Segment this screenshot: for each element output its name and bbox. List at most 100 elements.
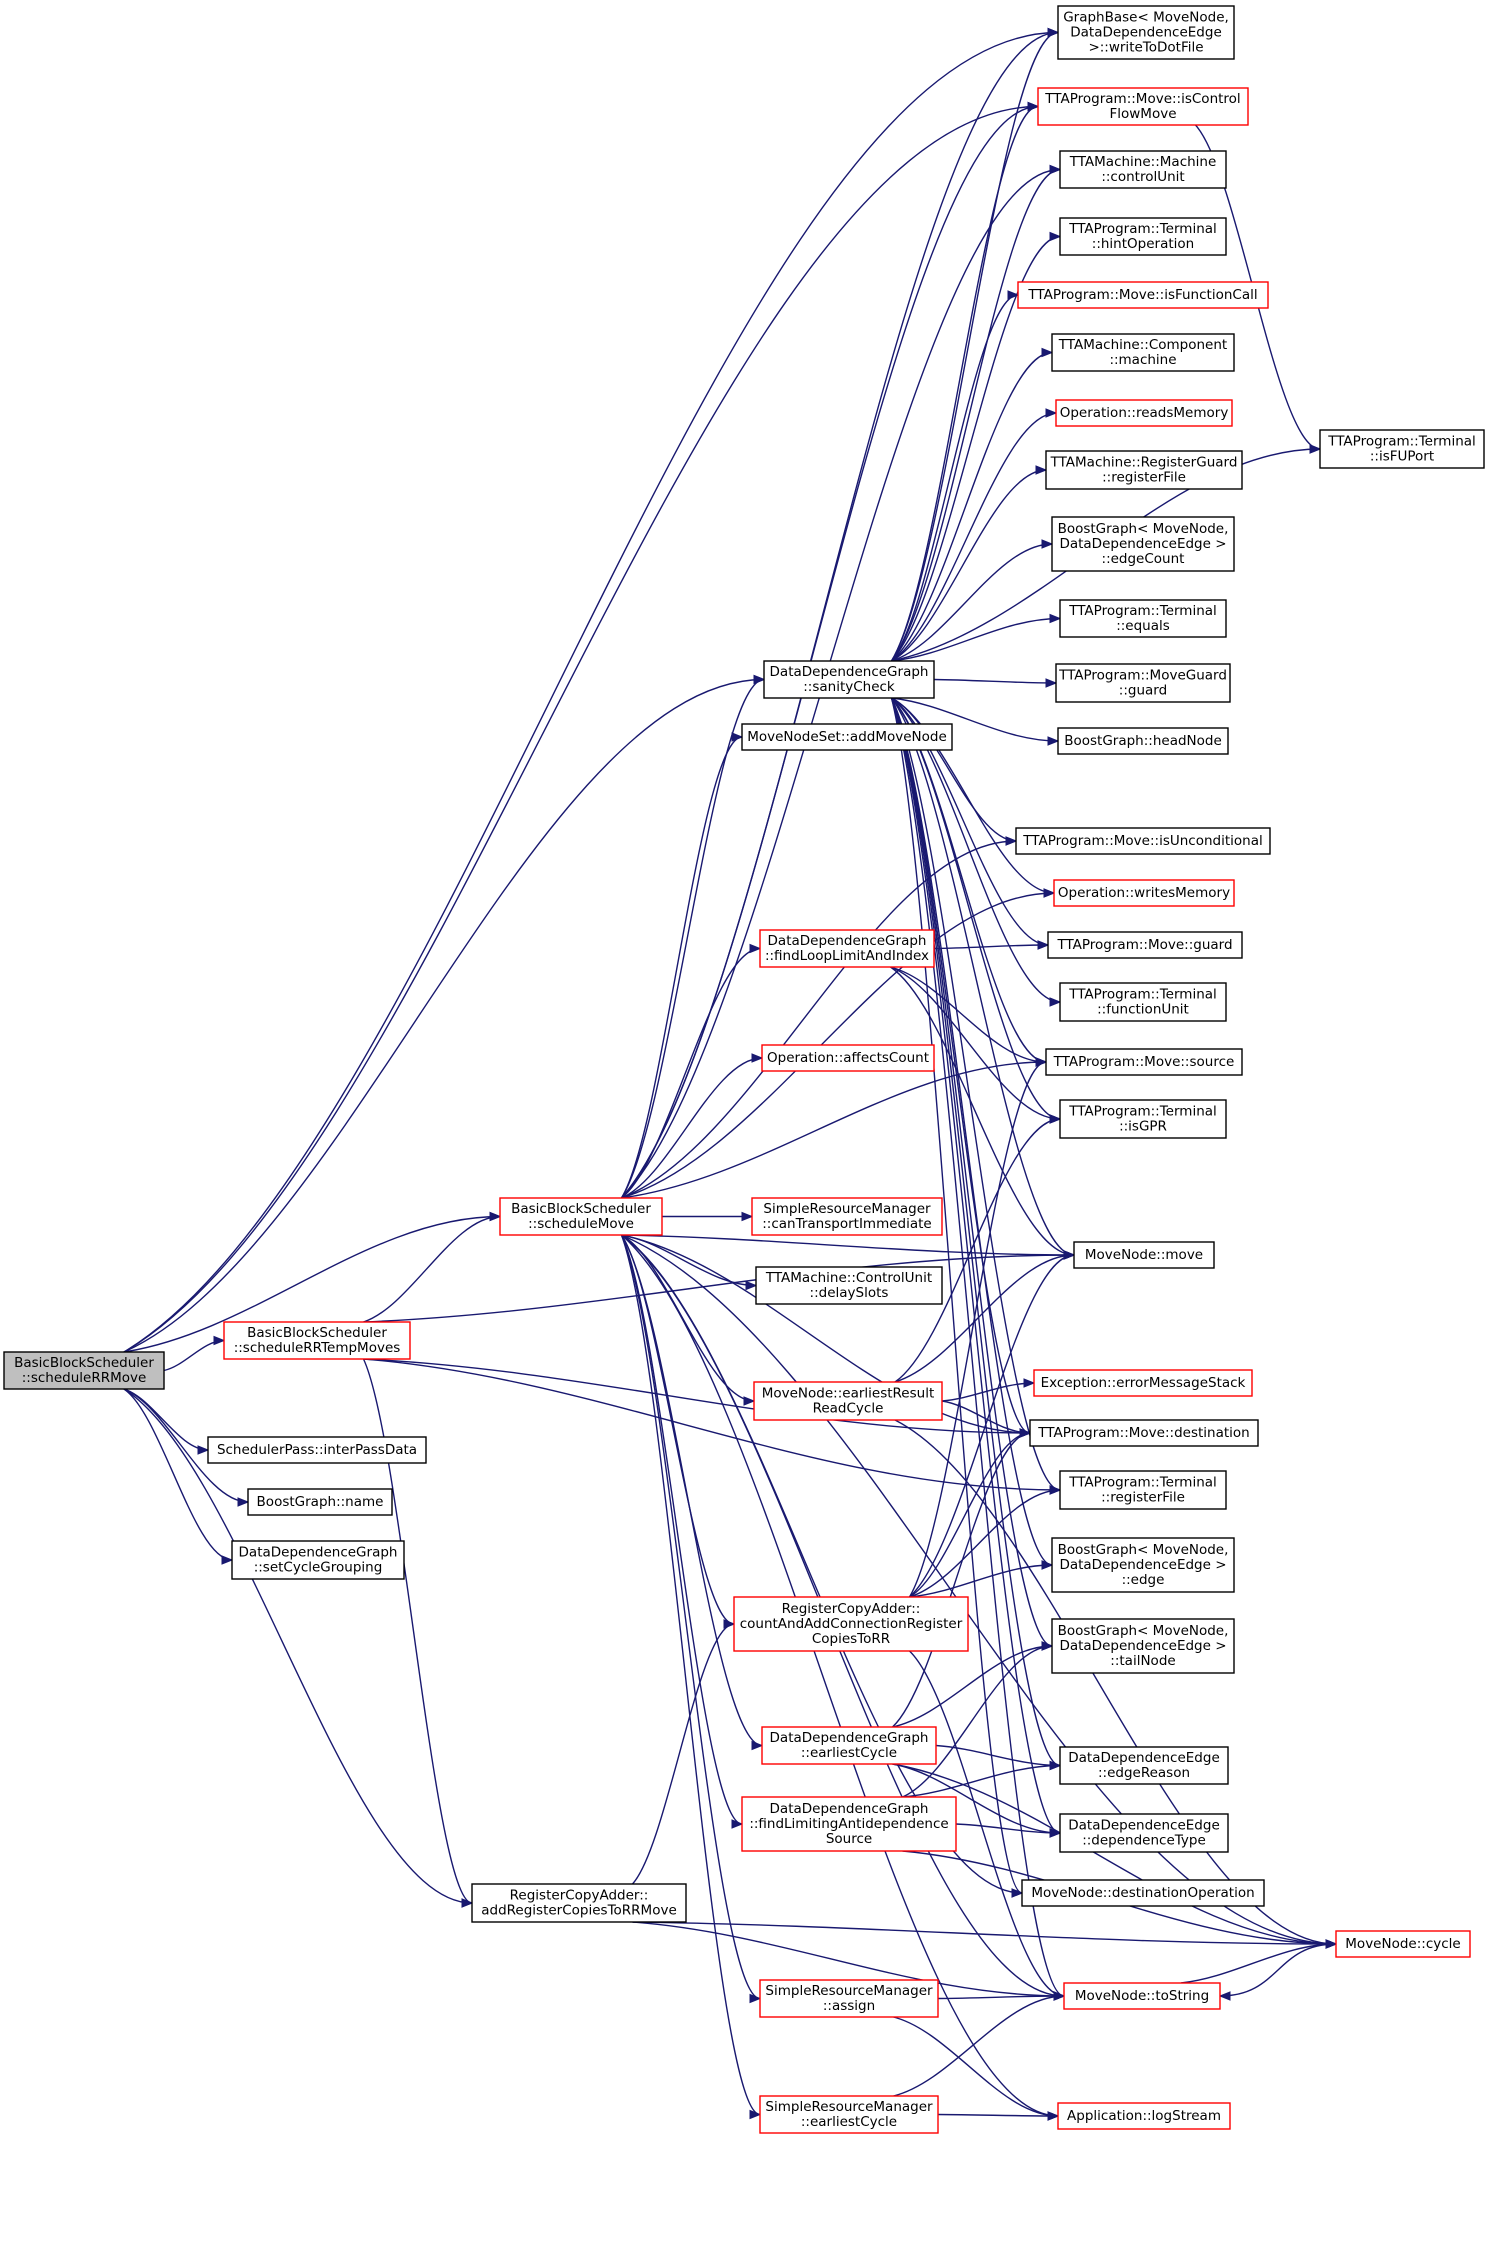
node-box-edgeCount [1051, 516, 1235, 572]
node-writeToDotFile[interactable]: GraphBase< MoveNode,DataDependenceEdge >… [1057, 5, 1235, 60]
node-findLimitingAnti[interactable]: DataDependenceGraph::findLimitingAntidep… [741, 1796, 957, 1852]
node-label-hintOperation: TTAProgram::Terminal [1068, 221, 1217, 237]
arrowhead-srmEarliestCycle-to-toString [1053, 1991, 1066, 2001]
node-label-isControlFlowMove: FlowMove [1109, 106, 1176, 122]
node-controlUnit[interactable]: TTAMachine::Machine::controlUnit [1059, 150, 1227, 189]
arrowhead-findLimitingAnti-to-edgeReason [1049, 1760, 1062, 1771]
node-canTransportImm[interactable]: SimpleResourceManager::canTransportImmed… [751, 1197, 943, 1236]
edge-sanityCheck-to-destinationOperation [890, 697, 1023, 1894]
node-label-setCycleGrouping: ::setCycleGrouping [254, 1560, 383, 1576]
node-label-moveGuard: TTAProgram::Move::guard [1056, 937, 1232, 953]
edge-scheduleMove-to-moveNodeMove [621, 1234, 1075, 1256]
node-edgeReason[interactable]: DataDependenceEdge::edgeReason [1059, 1746, 1229, 1785]
edge-sanityCheck-to-componentMachine [891, 351, 1053, 662]
node-scheduleMove[interactable]: BasicBlockScheduler::scheduleMove [499, 1197, 663, 1236]
node-destinationOperation[interactable]: MoveNode::destinationOperation [1021, 1879, 1265, 1907]
node-label-moveGuardGuard: TTAProgram::MoveGuard [1058, 668, 1227, 684]
node-sanityCheck[interactable]: DataDependenceGraph::sanityCheck [763, 660, 935, 699]
node-terminalRF[interactable]: TTAProgram::Terminal::registerFile [1059, 1470, 1227, 1510]
node-readsMemory[interactable]: Operation::readsMemory [1055, 399, 1233, 427]
arrowhead-scheduleMove-to-addMoveNode [731, 732, 744, 742]
node-errorMessageStack[interactable]: Exception::errorMessageStack [1033, 1369, 1253, 1397]
edge-root-to-sanityCheck [123, 678, 765, 1353]
node-box-moveSource [1045, 1048, 1243, 1076]
node-label-ddgEarliestCycle: ::earliestCycle [801, 1745, 897, 1761]
node-bgTailNode[interactable]: BoostGraph< MoveNode,DataDependenceEdge … [1051, 1618, 1235, 1674]
node-isFunctionCall[interactable]: TTAProgram::Move::isFunctionCall [1017, 281, 1269, 309]
node-functionUnit[interactable]: TTAProgram::Terminal::functionUnit [1059, 982, 1227, 1022]
node-label-addMoveNode: MoveNodeSet::addMoveNode [747, 729, 947, 745]
node-scheduleRRTemp[interactable]: BasicBlockScheduler::scheduleRRTempMoves [223, 1321, 411, 1360]
arrowhead-root-to-interPassData [197, 1445, 210, 1455]
node-label-bgEdge: BoostGraph< MoveNode, [1058, 1542, 1229, 1558]
edge-findLimitingAnti-to-bgTailNode [902, 1645, 1053, 1798]
arrowhead-scheduleRRTemp-to-addRRCopies [461, 1898, 474, 1908]
node-logStream[interactable]: Application::logStream [1057, 2102, 1231, 2130]
node-label-canTransportImm: ::canTransportImmediate [762, 1216, 931, 1232]
node-label-scheduleRRTemp: ::scheduleRRTempMoves [234, 1340, 401, 1356]
arrowhead-scheduleMove-to-countAndAdd [723, 1619, 736, 1629]
node-moveNodeCycle[interactable]: MoveNode::cycle [1335, 1930, 1471, 1958]
node-addRRCopies[interactable]: RegisterCopyAdder::addRegisterCopiesToRR… [471, 1883, 687, 1923]
node-label-countAndAdd: countAndAddConnectionRegister [740, 1616, 963, 1632]
edge-scheduleMove-to-moveSource [621, 1061, 1047, 1199]
node-root[interactable]: BasicBlockScheduler::scheduleRRMove [3, 1351, 165, 1390]
edge-scheduleMove-to-sanityCheck [620, 678, 765, 1199]
edge-sanityCheck-to-isControlFlowMove [890, 105, 1039, 662]
arrowhead-scheduleMove-to-canTransportImm [741, 1211, 754, 1222]
node-dependenceType[interactable]: DataDependenceEdge::dependenceType [1059, 1813, 1229, 1853]
node-findLoopLimit[interactable]: DataDependenceGraph::findLoopLimitAndInd… [759, 929, 935, 968]
edge-root-to-addRRCopies [123, 1388, 473, 1904]
edge-earliestResultRead-to-moveNodeMove [894, 1254, 1075, 1383]
node-setCycleGrouping[interactable]: DataDependenceGraph::setCycleGrouping [231, 1540, 405, 1580]
node-label-sanityCheck: ::sanityCheck [803, 679, 895, 695]
node-box-readsMemory [1055, 399, 1233, 427]
node-addMoveNode[interactable]: MoveNodeSet::addMoveNode [741, 723, 953, 751]
node-countAndAdd[interactable]: RegisterCopyAdder::countAndAddConnection… [733, 1596, 969, 1652]
node-terminalEquals[interactable]: TTAProgram::Terminal::equals [1059, 599, 1227, 638]
node-label-delaySlots: TTAMachine::ControlUnit [765, 1270, 932, 1286]
node-label-srmEarliestCycle: ::earliestCycle [801, 2114, 897, 2130]
node-ddgEarliestCycle[interactable]: DataDependenceGraph::earliestCycle [761, 1726, 937, 1765]
edge-sanityCheck-to-moveNodeMove [890, 697, 1075, 1256]
edge-scheduleMove-to-moveDestination [621, 1234, 1031, 1434]
node-bgName[interactable]: BoostGraph::name [247, 1488, 393, 1516]
node-edgeCount[interactable]: BoostGraph< MoveNode,DataDependenceEdge … [1051, 516, 1235, 572]
arrowhead-countAndAdd-to-moveSource [1035, 1057, 1048, 1067]
node-hintOperation[interactable]: TTAProgram::Terminal::hintOperation [1059, 217, 1227, 256]
edge-scheduleRRTemp-to-addRRCopies [362, 1358, 473, 1904]
node-srmAssign[interactable]: SimpleResourceManager::assign [759, 1979, 939, 2018]
edge-findLoopLimit-to-isGPR [890, 966, 1061, 1120]
node-componentMachine[interactable]: TTAMachine::Component::machine [1051, 333, 1235, 372]
node-writesMemory[interactable]: Operation::writesMemory [1053, 879, 1235, 907]
node-isFUPort[interactable]: TTAProgram::Terminal::isFUPort [1319, 429, 1485, 469]
node-label-controlUnit: ::controlUnit [1101, 169, 1184, 185]
node-moveSource[interactable]: TTAProgram::Move::source [1045, 1048, 1243, 1076]
node-affectsCount[interactable]: Operation::affectsCount [761, 1044, 935, 1072]
node-moveDestination[interactable]: TTAProgram::Move::destination [1029, 1419, 1259, 1447]
node-delaySlots[interactable]: TTAMachine::ControlUnit::delaySlots [755, 1266, 943, 1305]
edge-scheduleMove-to-ddgEarliestCycle [620, 1234, 763, 1747]
edge-scheduleMove-to-addMoveNode [620, 736, 743, 1199]
node-isGPR[interactable]: TTAProgram::Terminal::isGPR [1059, 1099, 1227, 1139]
node-label-edgeReason: DataDependenceEdge [1068, 1750, 1220, 1766]
node-label-bgTailNode: DataDependenceEdge > [1059, 1638, 1226, 1654]
node-moveGuardGuard[interactable]: TTAProgram::MoveGuard::guard [1055, 663, 1231, 703]
node-isUnconditional[interactable]: TTAProgram::Move::isUnconditional [1015, 827, 1271, 855]
edge-addRRCopies-to-moveNodeCycle [632, 1921, 1337, 1945]
node-srmEarliestCycle[interactable]: SimpleResourceManager::earliestCycle [759, 2095, 939, 2134]
arrowhead-scheduleRRTemp-to-scheduleMove [489, 1211, 502, 1222]
node-bgEdge[interactable]: BoostGraph< MoveNode,DataDependenceEdge … [1051, 1537, 1235, 1593]
node-interPassData[interactable]: SchedulerPass::interPassData [207, 1436, 427, 1464]
edge-root-to-writeToDotFile [123, 31, 1059, 1353]
node-moveNodeMove[interactable]: MoveNode::move [1073, 1241, 1215, 1269]
node-label-bgTailNode: ::tailNode [1110, 1653, 1175, 1669]
node-toString[interactable]: MoveNode::toString [1063, 1982, 1221, 2010]
node-registerGuardRF[interactable]: TTAMachine::RegisterGuard::registerFile [1045, 450, 1243, 490]
node-label-edgeCount: DataDependenceEdge > [1059, 536, 1226, 552]
node-moveGuard[interactable]: TTAProgram::Move::guard [1047, 931, 1243, 959]
node-headNode[interactable]: BoostGraph::headNode [1057, 727, 1229, 755]
node-box-bgEdge [1051, 1537, 1235, 1593]
